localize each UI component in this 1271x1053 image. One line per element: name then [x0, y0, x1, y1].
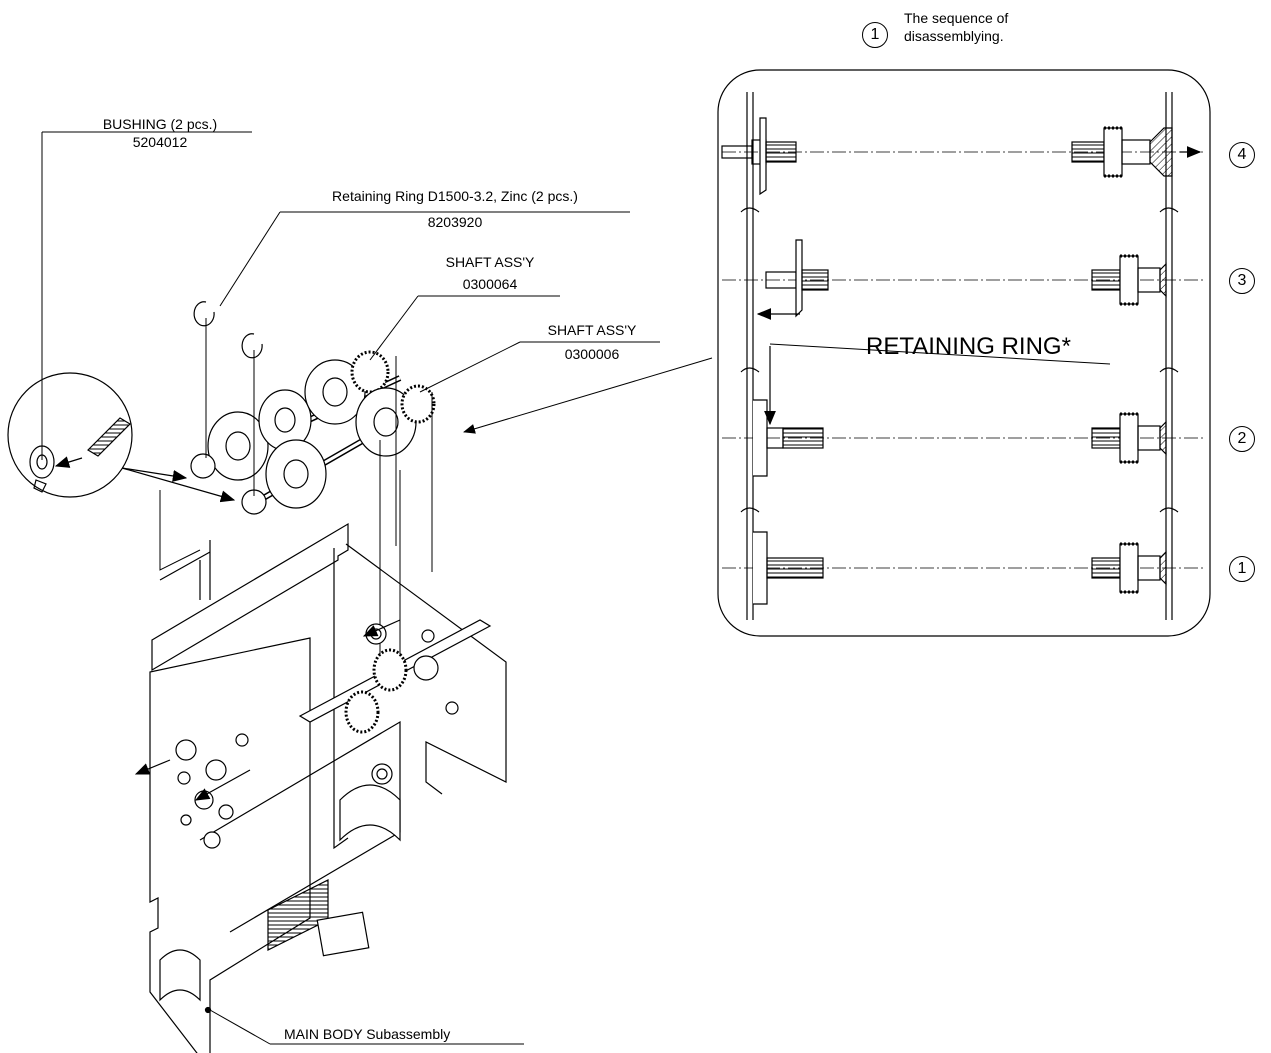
step-2: 2 — [1229, 426, 1255, 452]
legend-text-line2: disassemblying. — [904, 28, 1004, 44]
shaft-1-part-no: 0300064 — [462, 276, 518, 292]
step-3: 3 — [1229, 268, 1255, 294]
detail-row-2 — [722, 346, 1204, 477]
shaft-2-part-no: 0300006 — [564, 346, 620, 362]
step-1: 1 — [1229, 556, 1255, 582]
retaining-ring-detail-label: RETAINING RING* — [866, 333, 1071, 360]
bushing-detail-circle — [7, 131, 252, 503]
retaining-ring-part-no: 8203920 — [427, 214, 483, 230]
sequence-detail-panel — [717, 69, 1211, 637]
shaft-1-name: SHAFT ASS'Y — [445, 254, 535, 270]
main-body-name: MAIN BODY Subassembly — [284, 1026, 451, 1042]
legend-text-line1: The sequence of — [904, 10, 1009, 26]
shaft-2-name: SHAFT ASS'Y — [547, 322, 637, 338]
retaining-ring-name: Retaining Ring D1500-3.2, Zinc (2 pcs.) — [332, 188, 578, 204]
detail-row-3 — [722, 239, 1204, 320]
main-body-frame — [134, 522, 524, 1053]
step-4: 4 — [1229, 142, 1255, 168]
detail-row-4 — [721, 117, 1204, 196]
bushing-name: BUSHING (2 pcs.) — [102, 116, 218, 132]
bushing-part-no: 5204012 — [132, 134, 188, 150]
detail-row-1 — [722, 531, 1204, 605]
legend-marker: 1 — [862, 22, 888, 48]
shaft-assemblies — [159, 211, 713, 670]
